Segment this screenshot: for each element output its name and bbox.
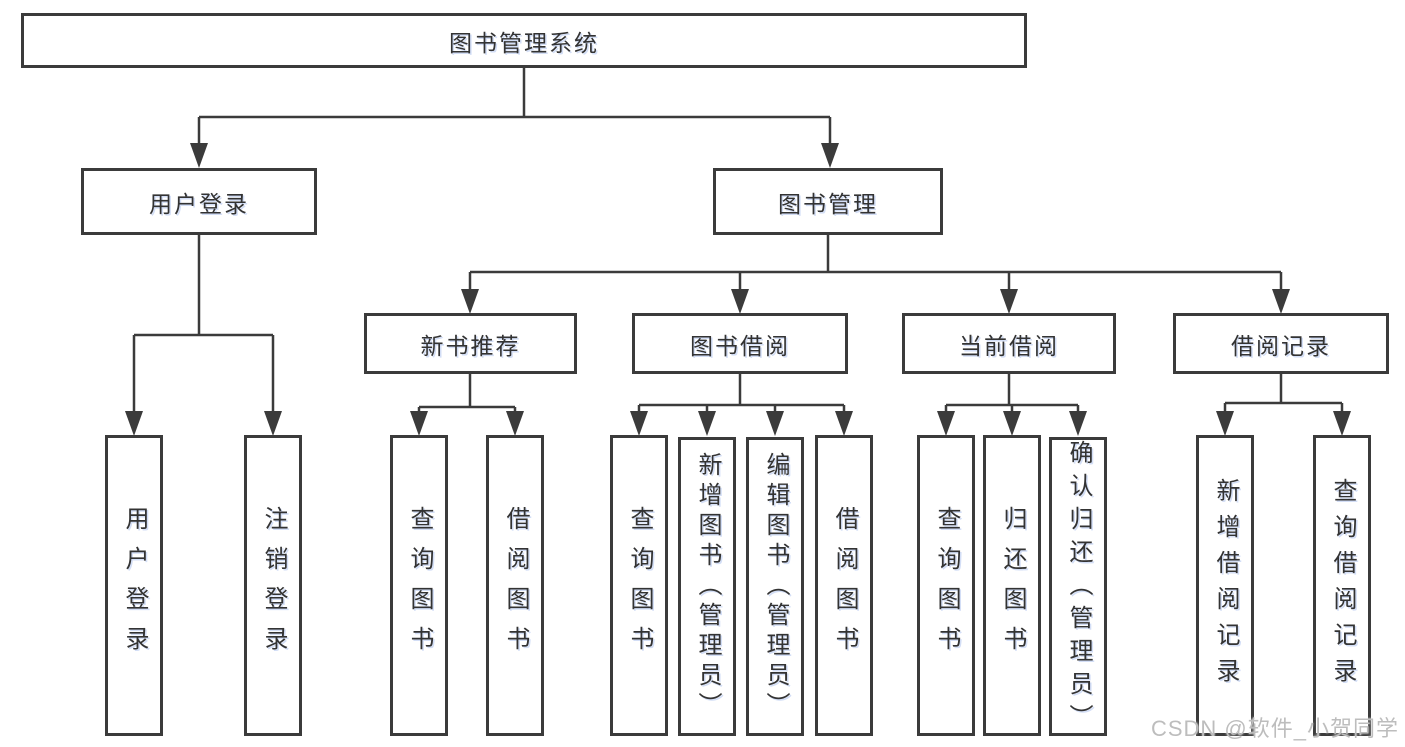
leaf-logout-label: 注销登录 bbox=[260, 505, 287, 666]
leaf-records-add-record-label: 新增借阅记录 bbox=[1212, 477, 1239, 694]
leaf-user-login-label: 用户登录 bbox=[121, 505, 148, 666]
node-user-login-label: 用户登录 bbox=[149, 190, 249, 217]
leaf-records-query-record-label: 查询借阅记录 bbox=[1329, 477, 1356, 694]
leaf-borrowing-query-books-label: 查询图书 bbox=[626, 505, 653, 666]
node-book-management: 图书管理 bbox=[713, 168, 943, 235]
leaf-current-confirm-return-admin-label: 确认归还（管理员） bbox=[1065, 440, 1092, 737]
node-current-borrowing-label: 当前借阅 bbox=[959, 332, 1059, 359]
leaf-newbook-borrow-books: 借阅图书 bbox=[486, 435, 544, 736]
leaf-current-confirm-return-admin: 确认归还（管理员） bbox=[1049, 437, 1107, 737]
leaf-current-return-books-label: 归还图书 bbox=[999, 505, 1026, 666]
leaf-borrowing-borrow-books-label: 借阅图书 bbox=[831, 505, 858, 666]
node-book-borrowing: 图书借阅 bbox=[632, 313, 848, 374]
leaf-newbook-borrow-books-label: 借阅图书 bbox=[502, 505, 529, 666]
leaf-borrowing-borrow-books: 借阅图书 bbox=[815, 435, 873, 736]
leaf-records-query-record: 查询借阅记录 bbox=[1313, 435, 1371, 736]
leaf-borrowing-add-books-admin: 新增图书（管理员） bbox=[678, 437, 736, 736]
node-book-management-label: 图书管理 bbox=[778, 190, 878, 217]
node-new-book-recommend: 新书推荐 bbox=[364, 313, 577, 374]
leaf-borrowing-edit-books-admin: 编辑图书（管理员） bbox=[746, 437, 804, 736]
leaf-borrowing-edit-books-admin-label: 编辑图书（管理员） bbox=[762, 451, 789, 722]
leaf-records-add-record: 新增借阅记录 bbox=[1196, 435, 1254, 736]
leaf-current-query-books-label: 查询图书 bbox=[933, 505, 960, 666]
leaf-user-login: 用户登录 bbox=[105, 435, 163, 736]
leaf-newbook-query-books-label: 查询图书 bbox=[406, 505, 433, 666]
node-book-borrowing-label: 图书借阅 bbox=[690, 332, 790, 359]
arrowheads bbox=[125, 143, 1351, 436]
leaf-logout: 注销登录 bbox=[244, 435, 302, 736]
node-current-borrowing: 当前借阅 bbox=[902, 313, 1116, 374]
node-root: 图书管理系统 bbox=[21, 13, 1027, 68]
node-root-label: 图书管理系统 bbox=[449, 29, 599, 56]
node-borrow-records-label: 借阅记录 bbox=[1231, 332, 1331, 359]
node-borrow-records: 借阅记录 bbox=[1173, 313, 1389, 374]
leaf-borrowing-add-books-admin-label: 新增图书（管理员） bbox=[694, 451, 721, 722]
node-new-book-recommend-label: 新书推荐 bbox=[420, 332, 521, 359]
leaf-newbook-query-books: 查询图书 bbox=[390, 435, 448, 736]
node-user-login: 用户登录 bbox=[81, 168, 317, 235]
leaf-borrowing-query-books: 查询图书 bbox=[610, 435, 668, 736]
leaf-current-query-books: 查询图书 bbox=[917, 435, 975, 736]
csdn-watermark: CSDN @软件_小贺同学 bbox=[1150, 716, 1399, 741]
leaf-current-return-books: 归还图书 bbox=[983, 435, 1041, 736]
